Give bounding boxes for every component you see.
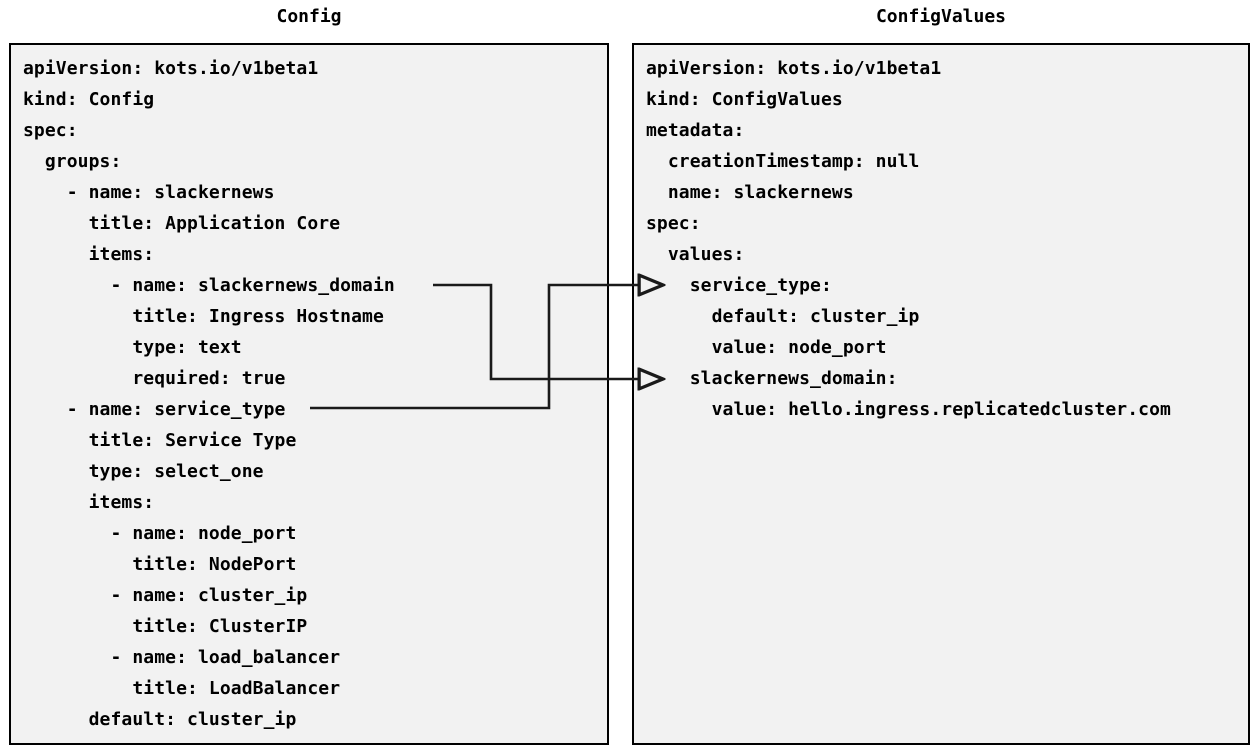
- configvalues-panel-title: ConfigValues: [875, 6, 1007, 27]
- configvalues-yaml-line-5: spec:: [646, 213, 701, 234]
- configvalues-yaml-line-8: default: cluster_ip: [646, 306, 920, 327]
- configvalues-yaml-line-0: apiVersion: kots.io/v1beta1: [646, 58, 942, 79]
- config-yaml-line-9: type: text: [23, 337, 242, 358]
- config-yaml-line-14: items:: [23, 492, 155, 513]
- config-yaml-line-7: - name: slackernews_domain: [23, 275, 395, 296]
- configvalues-yaml-panel: apiVersion: kots.io/v1beta1 kind: ConfigV…: [632, 43, 1250, 745]
- config-yaml-line-3: groups:: [23, 151, 122, 172]
- configvalues-yaml-line-1: kind: ConfigValues: [646, 89, 843, 110]
- config-yaml-line-4: - name: slackernews: [23, 182, 275, 203]
- config-yaml-line-6: items:: [23, 244, 155, 265]
- config-yaml-panel: apiVersion: kots.io/v1beta1 kind: Config s…: [9, 43, 609, 745]
- config-yaml-line-21: default: cluster_ip: [23, 709, 297, 730]
- config-yaml-line-8: title: Ingress Hostname: [23, 306, 384, 327]
- config-yaml-line-16: title: NodePort: [23, 554, 297, 575]
- config-yaml-line-10: required: true: [23, 368, 286, 389]
- config-yaml-line-18: title: ClusterIP: [23, 616, 308, 637]
- config-panel-title: Config: [276, 6, 342, 27]
- configvalues-yaml-line-9: value: node_port: [646, 337, 887, 358]
- config-yaml-text: apiVersion: kots.io/v1beta1 kind: Config s…: [23, 53, 607, 735]
- config-yaml-line-13: type: select_one: [23, 461, 264, 482]
- configvalues-yaml-line-7: service_type:: [646, 275, 832, 296]
- configvalues-yaml-text: apiVersion: kots.io/v1beta1 kind: ConfigV…: [646, 53, 1248, 425]
- config-yaml-line-0: apiVersion: kots.io/v1beta1: [23, 58, 319, 79]
- configvalues-yaml-line-11: value: hello.ingress.replicatedcluster.c…: [646, 399, 1171, 420]
- configvalues-yaml-line-4: name: slackernews: [646, 182, 854, 203]
- config-yaml-line-11: - name: service_type: [23, 399, 286, 420]
- config-yaml-line-15: - name: node_port: [23, 523, 297, 544]
- config-yaml-line-17: - name: cluster_ip: [23, 585, 308, 606]
- config-yaml-line-1: kind: Config: [23, 89, 155, 110]
- config-yaml-line-12: title: Service Type: [23, 430, 297, 451]
- configvalues-yaml-line-2: metadata:: [646, 120, 745, 141]
- configvalues-yaml-line-3: creationTimestamp: null: [646, 151, 920, 172]
- configvalues-yaml-line-10: slackernews_domain:: [646, 368, 898, 389]
- configvalues-yaml-line-6: values:: [646, 244, 745, 265]
- config-yaml-line-19: - name: load_balancer: [23, 647, 341, 668]
- config-yaml-line-2: spec:: [23, 120, 78, 141]
- config-yaml-line-20: title: LoadBalancer: [23, 678, 341, 699]
- config-yaml-line-5: title: Application Core: [23, 213, 341, 234]
